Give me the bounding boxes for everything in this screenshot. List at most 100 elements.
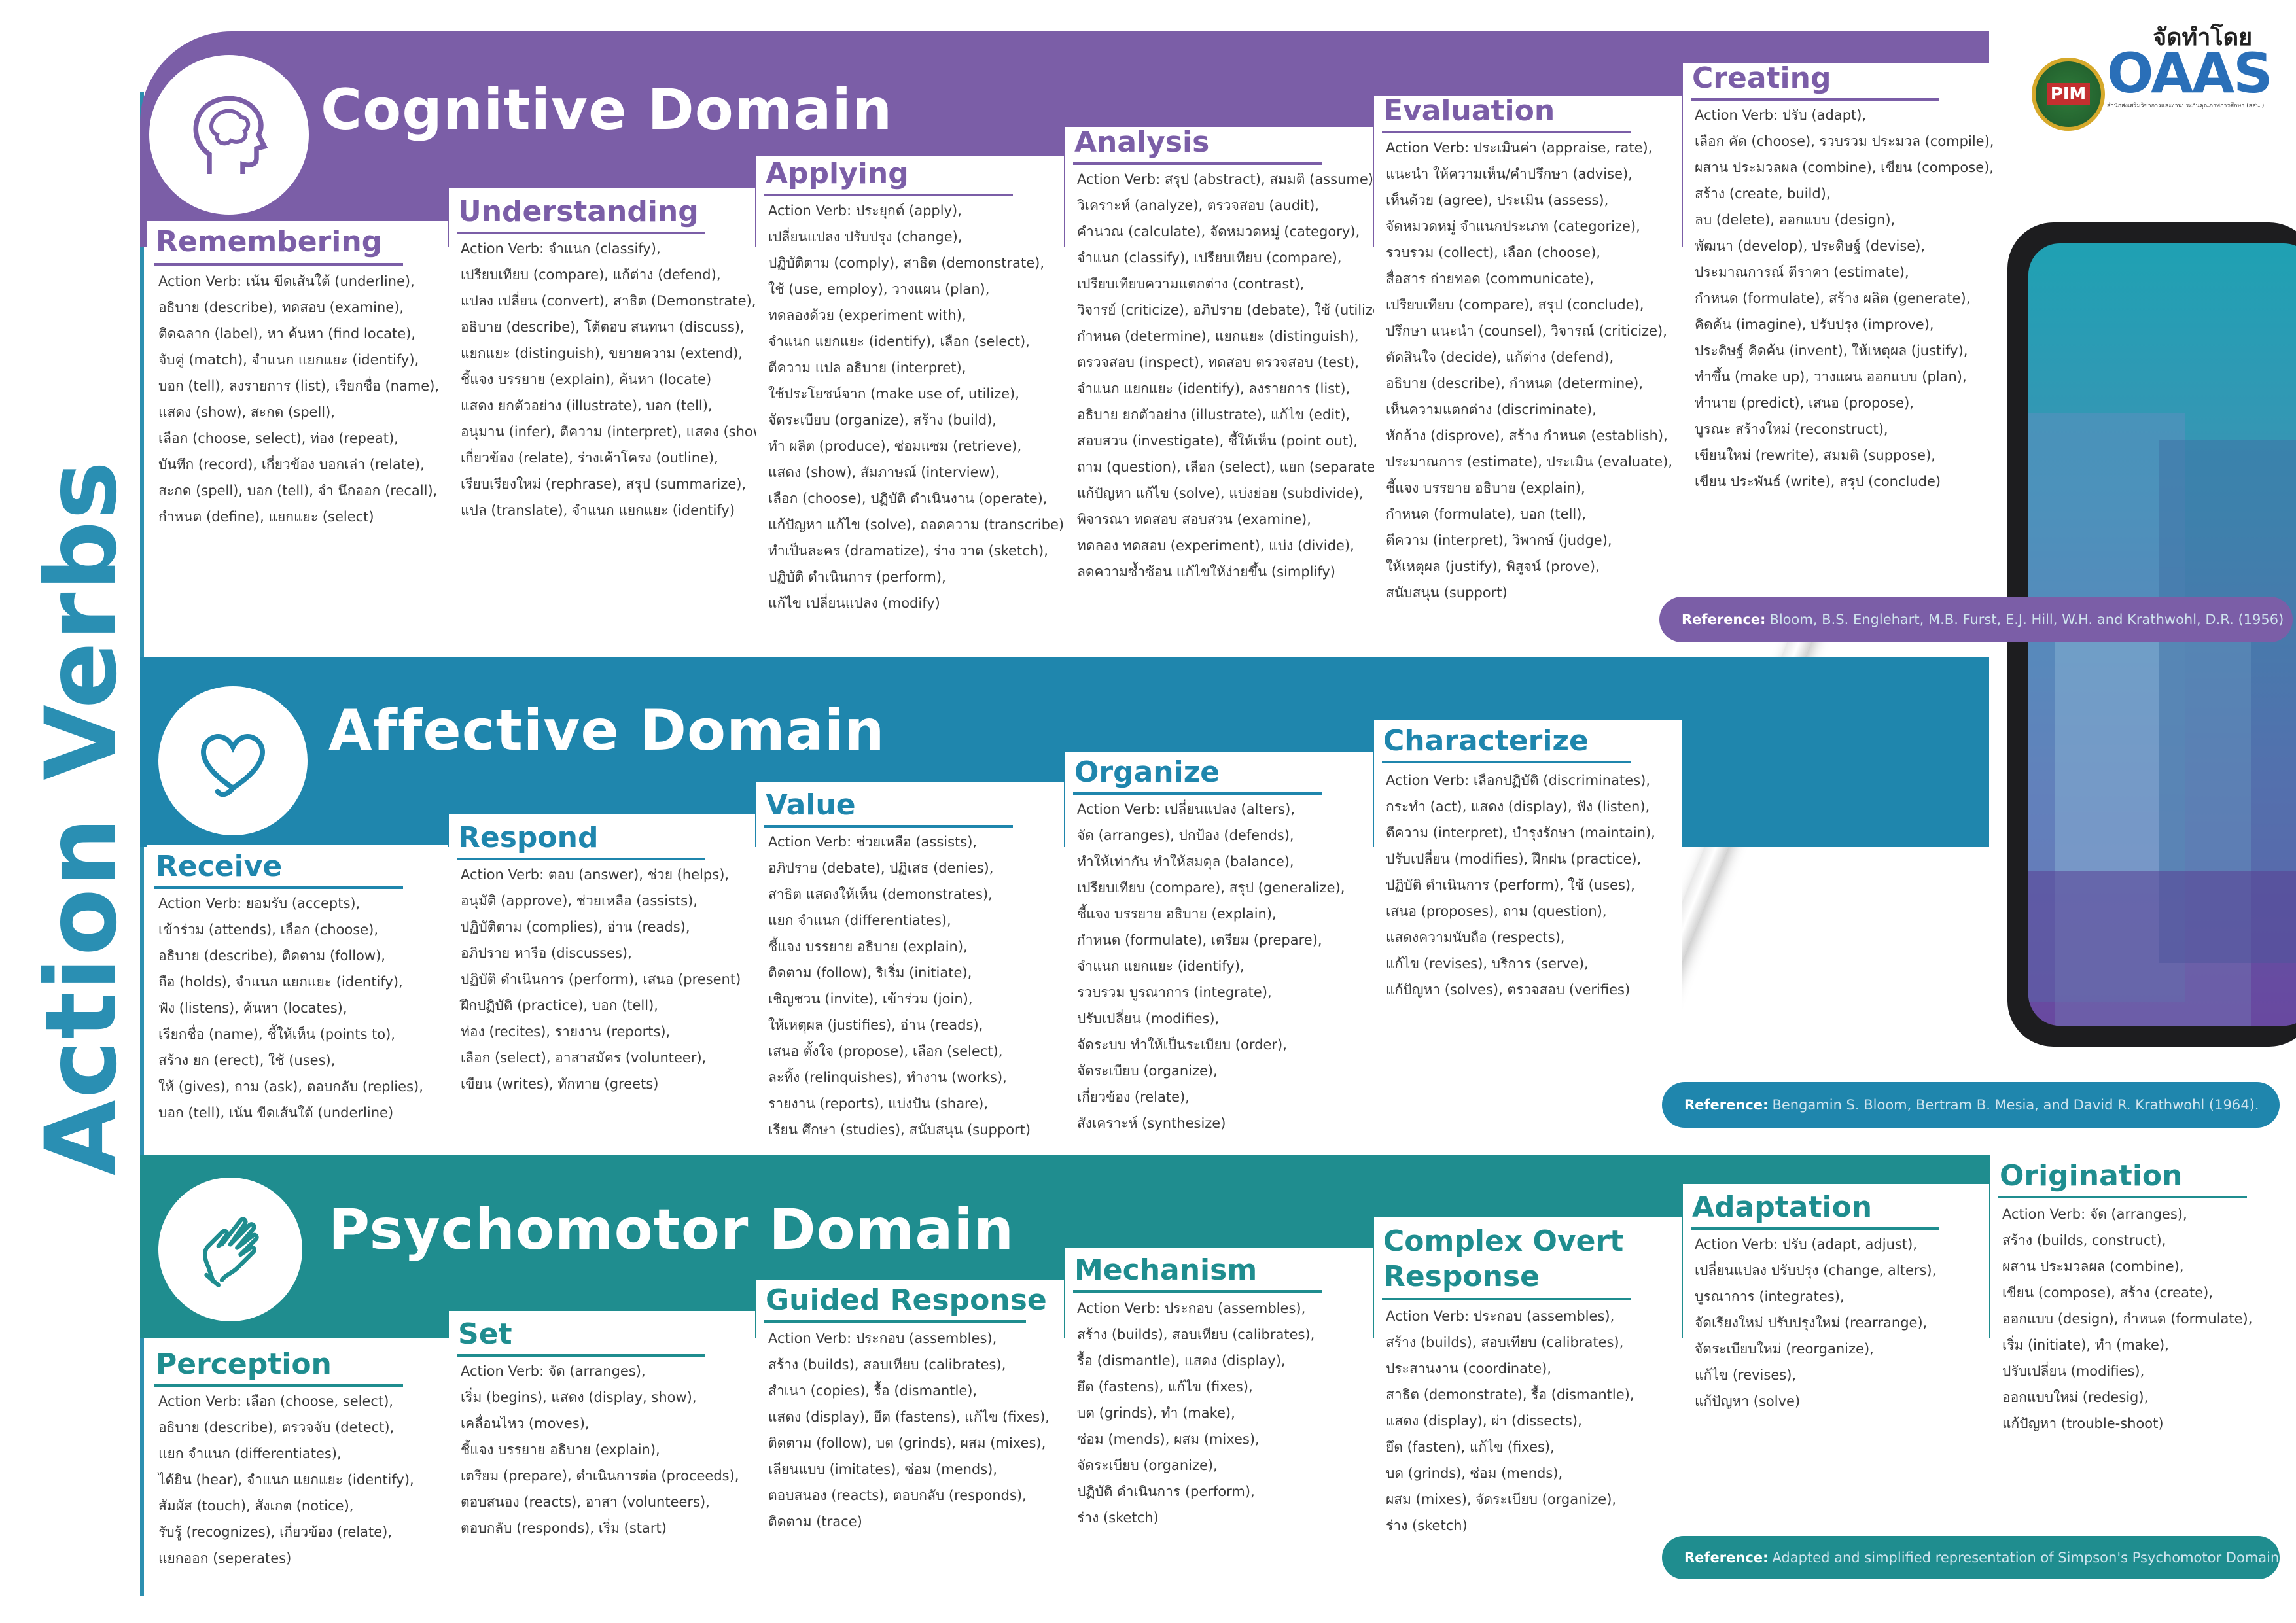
- verb-line: รวบรวม บูรณาการ (integrate),: [1077, 985, 1272, 1000]
- verb-line: บูรณาการ (integrates),: [1695, 1289, 1845, 1304]
- title-underline: [154, 263, 403, 266]
- verb-list: Action Verb: ประกอบ (assembles),สร้าง (b…: [1386, 1303, 1678, 1539]
- verb-line: วิเคราะห์ (analyze), ตรวจสอบ (audit),: [1077, 198, 1319, 213]
- verb-list: Action Verb: เปลี่ยนแปลง (alters),จัด (a…: [1077, 796, 1369, 1136]
- verb-line: ชี้แจง บรรยาย อธิบาย (explain),: [461, 1442, 660, 1457]
- level-value: Value Action Verb: ช่วยเหลือ (assists),อ…: [756, 782, 1064, 1155]
- verb-list: Action Verb: จำแนก (classify),เปรียบเทีย…: [461, 236, 774, 523]
- verb-list: Action Verb: เลือกปฏิบัติ (discriminates…: [1386, 767, 1678, 1003]
- verb-line: ปรับเปลี่ยน (modifies),: [2002, 1363, 2145, 1379]
- verb-line: บูรณะ สร้างใหม่ (reconstruct),: [1695, 421, 1888, 437]
- verb-line: เขียนใหม่ (rewrite), สมมติ (suppose),: [1695, 447, 1935, 463]
- level-title-line-1: Complex Overt: [1383, 1225, 1624, 1258]
- verb-line: ฝึกปฏิบัติ (practice), บอก (tell),: [461, 998, 658, 1013]
- level-creating: Creating Action Verb: ปรับ (adapt),เลือก…: [1683, 62, 1994, 599]
- level-title: Set: [458, 1318, 512, 1351]
- verb-line: เกี่ยวข้อง (relate), ร่างเค้าโครง (outli…: [461, 450, 718, 466]
- verb-line: ทดลองด้วย (experiment with),: [768, 307, 966, 323]
- verb-line: เลียนแบบ (imitates), ซ่อม (mends),: [768, 1461, 998, 1477]
- level-analysis: Analysis Action Verb: สรุป (abstract), ส…: [1065, 126, 1391, 650]
- verb-line: เขียน (compose), สร้าง (create),: [2002, 1285, 2214, 1300]
- level-title: Mechanism: [1074, 1253, 1258, 1287]
- verb-line: Action Verb: ปรับ (adapt, adjust),: [1695, 1236, 1917, 1252]
- verb-line: เสนอ ตั้งใจ (propose), เลือก (select),: [768, 1043, 1003, 1059]
- heart-icon: [158, 686, 308, 835]
- verb-line: ทำเป็นละคร (dramatize), ร่าง วาด (sketch…: [768, 543, 1048, 559]
- verb-list: Action Verb: ประกอบ (assembles),สร้าง (b…: [768, 1325, 1060, 1535]
- verb-line: พิจารณา ทดสอบ สอบสวน (examine),: [1077, 512, 1311, 527]
- verb-line: กำหนด (formulate), บอก (tell),: [1386, 506, 1587, 522]
- cognitive-domain-section: Cognitive Domain Remembering Action Verb…: [140, 31, 1994, 679]
- pim-logo: PIM: [2032, 58, 2105, 131]
- verb-line: ประสานงาน (coordinate),: [1386, 1361, 1551, 1376]
- verb-list: Action Verb: สรุป (abstract), สมมติ (ass…: [1077, 166, 1391, 585]
- level-complex-overt-response: Complex Overt Response Action Verb: ประก…: [1374, 1217, 1682, 1596]
- verb-line: แก้ไข เปลี่ยนแปลง (modify): [768, 595, 940, 611]
- verb-line: สนับสนุน (support): [1386, 585, 1508, 601]
- verb-line: สัมผัส (touch), สังเกต (notice),: [158, 1498, 354, 1514]
- cognitive-reference: Reference:Bloom, B.S. Englehart, M.B. Fu…: [1659, 597, 2293, 642]
- verb-line: ตัดสินใจ (decide), แก้ต่าง (defend),: [1386, 349, 1614, 365]
- verb-line: ร่าง (sketch): [1386, 1518, 1468, 1533]
- title-underline: [1382, 131, 1631, 133]
- verb-line: กำหนด (determine), แยกแยะ (distinguish),: [1077, 328, 1359, 344]
- raised-hand-icon: [158, 1178, 302, 1321]
- affective-domain-title: Affective Domain: [328, 698, 885, 763]
- verb-line: เปรียบเทียบ (compare), สรุป (generalize)…: [1077, 880, 1345, 896]
- verb-line: ถาม (question), เลือก (select), แยก (sep…: [1077, 459, 1385, 475]
- verb-list: Action Verb: ประยุกต์ (apply),เปลี่ยนแปล…: [768, 198, 1064, 616]
- verb-line: สร้าง (builds), สอบเทียบ (calibrates),: [1386, 1335, 1624, 1350]
- verb-line: แยกออก (seperates): [158, 1550, 292, 1566]
- title-underline: [1382, 761, 1631, 763]
- verb-line: จำแนก แยกแยะ (identify),: [1077, 958, 1245, 974]
- verb-line: แสดง (display), ผ่า (dissects),: [1386, 1413, 1582, 1429]
- verb-line: เลือก (choose), ปฏิบัติ ดำเนินงาน (opera…: [768, 491, 1048, 506]
- verb-line: สื่อสาร ถ่ายทอด (communicate),: [1386, 271, 1594, 287]
- verb-list: Action Verb: ตอบ (answer), ช่วย (helps),…: [461, 862, 751, 1097]
- verb-list: Action Verb: ประเมินค่า (appraise, rate)…: [1386, 135, 1678, 606]
- verb-line: จัดระเบียบ (organize), สร้าง (build),: [768, 412, 997, 428]
- verb-line: Action Verb: สรุป (abstract), สมมติ (ass…: [1077, 171, 1378, 187]
- verb-line: เริ่ม (initiate), ทำ (make),: [2002, 1337, 2169, 1353]
- organizer-label: จัดทำโดย: [2153, 24, 2253, 51]
- verb-line: แสดง (show), สะกด (spell),: [158, 404, 335, 420]
- verb-line: ให้ (gives), ถาม (ask), ตอบกลับ (replies…: [158, 1079, 423, 1094]
- verb-line: เขียน ประพันธ์ (write), สรุป (conclude): [1695, 474, 1941, 489]
- verb-line: Action Verb: ประยุกต์ (apply),: [768, 203, 962, 218]
- verb-line: สร้าง (builds), สอบเทียบ (calibrates),: [768, 1357, 1006, 1372]
- title-underline: [154, 886, 403, 889]
- level-characterize: Characterize Action Verb: เลือกปฏิบัติ (…: [1374, 720, 1682, 1073]
- verb-list: Action Verb: ประกอบ (assembles),สร้าง (b…: [1077, 1295, 1369, 1531]
- verb-line: จัดระเบียบใหม่ (reorganize),: [1695, 1341, 1874, 1357]
- affective-domain-section: Affective Domain Receive Action Verb: ยอ…: [140, 657, 1989, 1155]
- verb-line: เปรียบเทียบ (compare), สรุป (conclude),: [1386, 297, 1644, 313]
- verb-line: ปฏิบัติตาม (comply), สาธิต (demonstrate)…: [768, 255, 1045, 271]
- building-illustration: [2028, 413, 2296, 1026]
- verb-line: จัดเรียงใหม่ ปรับปรุงใหม่ (rearrange),: [1695, 1315, 1928, 1331]
- verb-line: เปรียบเทียบ (compare), แก้ต่าง (defend),: [461, 267, 721, 283]
- affective-reference: Reference:Bengamin S. Bloom, Bertram B. …: [1662, 1082, 2280, 1128]
- level-title: Organize: [1074, 756, 1220, 789]
- level-mechanism: Mechanism Action Verb: ประกอบ (assembles…: [1065, 1248, 1373, 1536]
- verb-line: ทำให้เท่ากัน ทำให้สมดุล (balance),: [1077, 854, 1294, 869]
- verb-line: จัดหมวดหมู่ จำแนกประเภท (categorize),: [1386, 218, 1640, 234]
- title-underline: [1073, 1290, 1322, 1293]
- verb-line: ตีความ แปล อธิบาย (interpret),: [768, 360, 966, 375]
- verb-line: ลบ (delete), ออกแบบ (design),: [1695, 212, 1896, 228]
- verb-line: ทำ ผลิต (produce), ซ่อมแซม (retrieve),: [768, 438, 1022, 454]
- verb-line: แสดงความนับถือ (respects),: [1386, 930, 1565, 945]
- verb-line: จับคู่ (match), จำแนก แยกแยะ (identify),: [158, 352, 419, 368]
- verb-line: ปฏิบัติ ดำเนินการ (perform), ใช้ (uses),: [1386, 877, 1635, 893]
- verb-line: ร่าง (sketch): [1077, 1510, 1159, 1526]
- brain-head-icon: [149, 55, 309, 215]
- verb-line: ใช้ประโยชน์จาก (make use of, utilize),: [768, 386, 1019, 402]
- verb-line: กระทำ (act), แสดง (display), ฟัง (listen…: [1386, 799, 1650, 814]
- verb-line: เข้าร่วม (attends), เลือก (choose),: [158, 922, 379, 937]
- level-title: Characterize: [1383, 724, 1589, 758]
- verb-line: Action Verb: ประกอบ (assembles),: [1077, 1300, 1306, 1316]
- level-title: Applying: [766, 157, 909, 190]
- verb-line: เลือก (choose, select), ท่อง (repeat),: [158, 430, 398, 446]
- verb-line: ซ่อม (mends), ผสม (mixes),: [1077, 1431, 1260, 1447]
- verb-line: Action Verb: เลือก (choose, select),: [158, 1393, 394, 1409]
- verb-line: ถือ (holds), จำแนก แยกแยะ (identify),: [158, 974, 403, 990]
